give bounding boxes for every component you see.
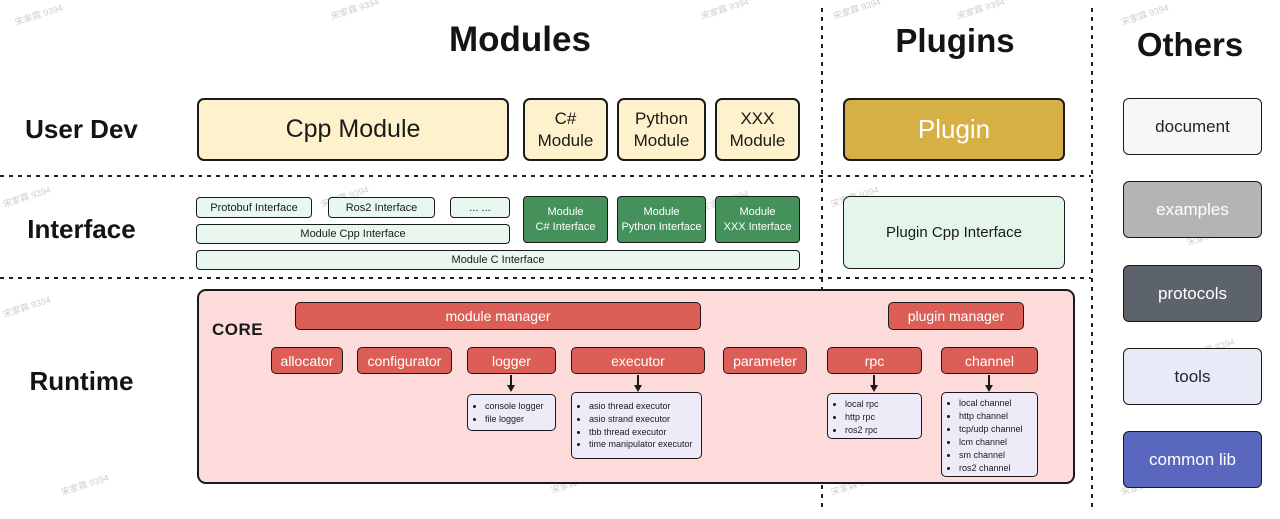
watermark: 宋家霖 9394 bbox=[699, 0, 751, 22]
divider-modules-plugins bbox=[821, 8, 823, 511]
rpc-impl-list: local rpc http rpc ros2 rpc bbox=[834, 398, 879, 437]
column-header-plugins: Plugins bbox=[895, 22, 1015, 59]
cpp-module-box: Cpp Module bbox=[197, 98, 509, 161]
divider-plugins-others bbox=[1091, 8, 1093, 511]
watermark: 宋家霖 9394 bbox=[59, 472, 111, 498]
module-c-interface-box: Module C Interface bbox=[196, 250, 800, 270]
executor-impl-box: asio thread executor asio strand executo… bbox=[571, 392, 702, 459]
module-python-interface-line2: Python Interface bbox=[621, 220, 702, 233]
others-protocols-box: protocols bbox=[1123, 265, 1262, 322]
plugin-box: Plugin bbox=[843, 98, 1065, 161]
protobuf-interface-box: Protobuf Interface bbox=[196, 197, 312, 218]
csharp-module-line1: C# bbox=[554, 109, 577, 129]
row-label-runtime: Runtime bbox=[29, 366, 134, 396]
component-rpc: rpc bbox=[827, 347, 922, 374]
watermark: 宋家霖 9394 bbox=[955, 0, 1007, 22]
module-xxx-interface-line2: XXX Interface bbox=[723, 220, 792, 233]
plugin-cpp-interface-box: Plugin Cpp Interface bbox=[843, 196, 1065, 269]
module-cpp-interface-box: Module Cpp Interface bbox=[196, 224, 510, 244]
xxx-module-line2: Module bbox=[729, 130, 786, 150]
watermark: 宋家霖 9394 bbox=[1119, 2, 1171, 28]
component-channel: channel bbox=[941, 347, 1038, 374]
others-common-lib-box: common lib bbox=[1123, 431, 1262, 488]
csharp-module-box: C#Module bbox=[523, 98, 608, 161]
xxx-module-line1: XXX bbox=[740, 109, 775, 129]
module-manager-box: module manager bbox=[295, 302, 701, 330]
component-allocator: allocator bbox=[271, 347, 343, 374]
logger-impl-list: console logger file logger bbox=[474, 400, 544, 426]
component-parameter: parameter bbox=[723, 347, 807, 374]
watermark: 宋家霖 9394 bbox=[1, 294, 53, 320]
others-examples-box: examples bbox=[1123, 181, 1262, 238]
logger-impl-box: console logger file logger bbox=[467, 394, 556, 431]
plugin-manager-box: plugin manager bbox=[888, 302, 1024, 330]
watermark: 宋家霖 9394 bbox=[13, 2, 65, 28]
logger-arrow-down-icon bbox=[510, 375, 512, 386]
row-label-interface: Interface bbox=[27, 214, 136, 244]
watermark: 宋家霖 9394 bbox=[1, 184, 53, 210]
rpc-impl-box: local rpc http rpc ros2 rpc bbox=[827, 393, 922, 439]
core-label: CORE bbox=[212, 320, 264, 339]
module-python-interface-line1: Module bbox=[643, 205, 680, 218]
component-logger: logger bbox=[467, 347, 556, 374]
component-configurator: configurator bbox=[357, 347, 452, 374]
others-document-box: document bbox=[1123, 98, 1262, 155]
watermark: 宋家霖 9394 bbox=[831, 0, 883, 22]
more-interfaces-box: ... ... bbox=[450, 197, 510, 218]
module-csharp-interface-line2: C# Interface bbox=[535, 220, 596, 233]
channel-arrow-down-icon bbox=[988, 375, 990, 386]
module-xxx-interface-line1: Module bbox=[739, 205, 776, 218]
ros2-interface-box: Ros2 Interface bbox=[328, 197, 435, 218]
rpc-arrow-down-icon bbox=[873, 375, 875, 386]
module-csharp-interface-box: Module C# Interface bbox=[523, 196, 608, 243]
row-label-user-dev: User Dev bbox=[25, 114, 138, 144]
divider-userdev-interface bbox=[0, 175, 1091, 177]
channel-impl-box: local channel http channel tcp/udp chann… bbox=[941, 392, 1038, 477]
python-module-line1: Python bbox=[635, 109, 688, 129]
python-module-line2: Module bbox=[633, 130, 690, 150]
watermark: 宋家霖 9394 bbox=[329, 0, 381, 22]
channel-impl-list: local channel http channel tcp/udp chann… bbox=[948, 397, 1023, 474]
column-header-others: Others bbox=[1136, 26, 1244, 63]
others-tools-box: tools bbox=[1123, 348, 1262, 405]
divider-interface-runtime bbox=[0, 277, 1091, 279]
executor-impl-list: asio thread executor asio strand executo… bbox=[578, 400, 693, 452]
component-executor: executor bbox=[571, 347, 705, 374]
csharp-module-line2: Module bbox=[537, 130, 594, 150]
module-csharp-interface-line1: Module bbox=[547, 205, 584, 218]
executor-arrow-down-icon bbox=[637, 375, 639, 386]
column-header-modules: Modules bbox=[449, 20, 591, 59]
